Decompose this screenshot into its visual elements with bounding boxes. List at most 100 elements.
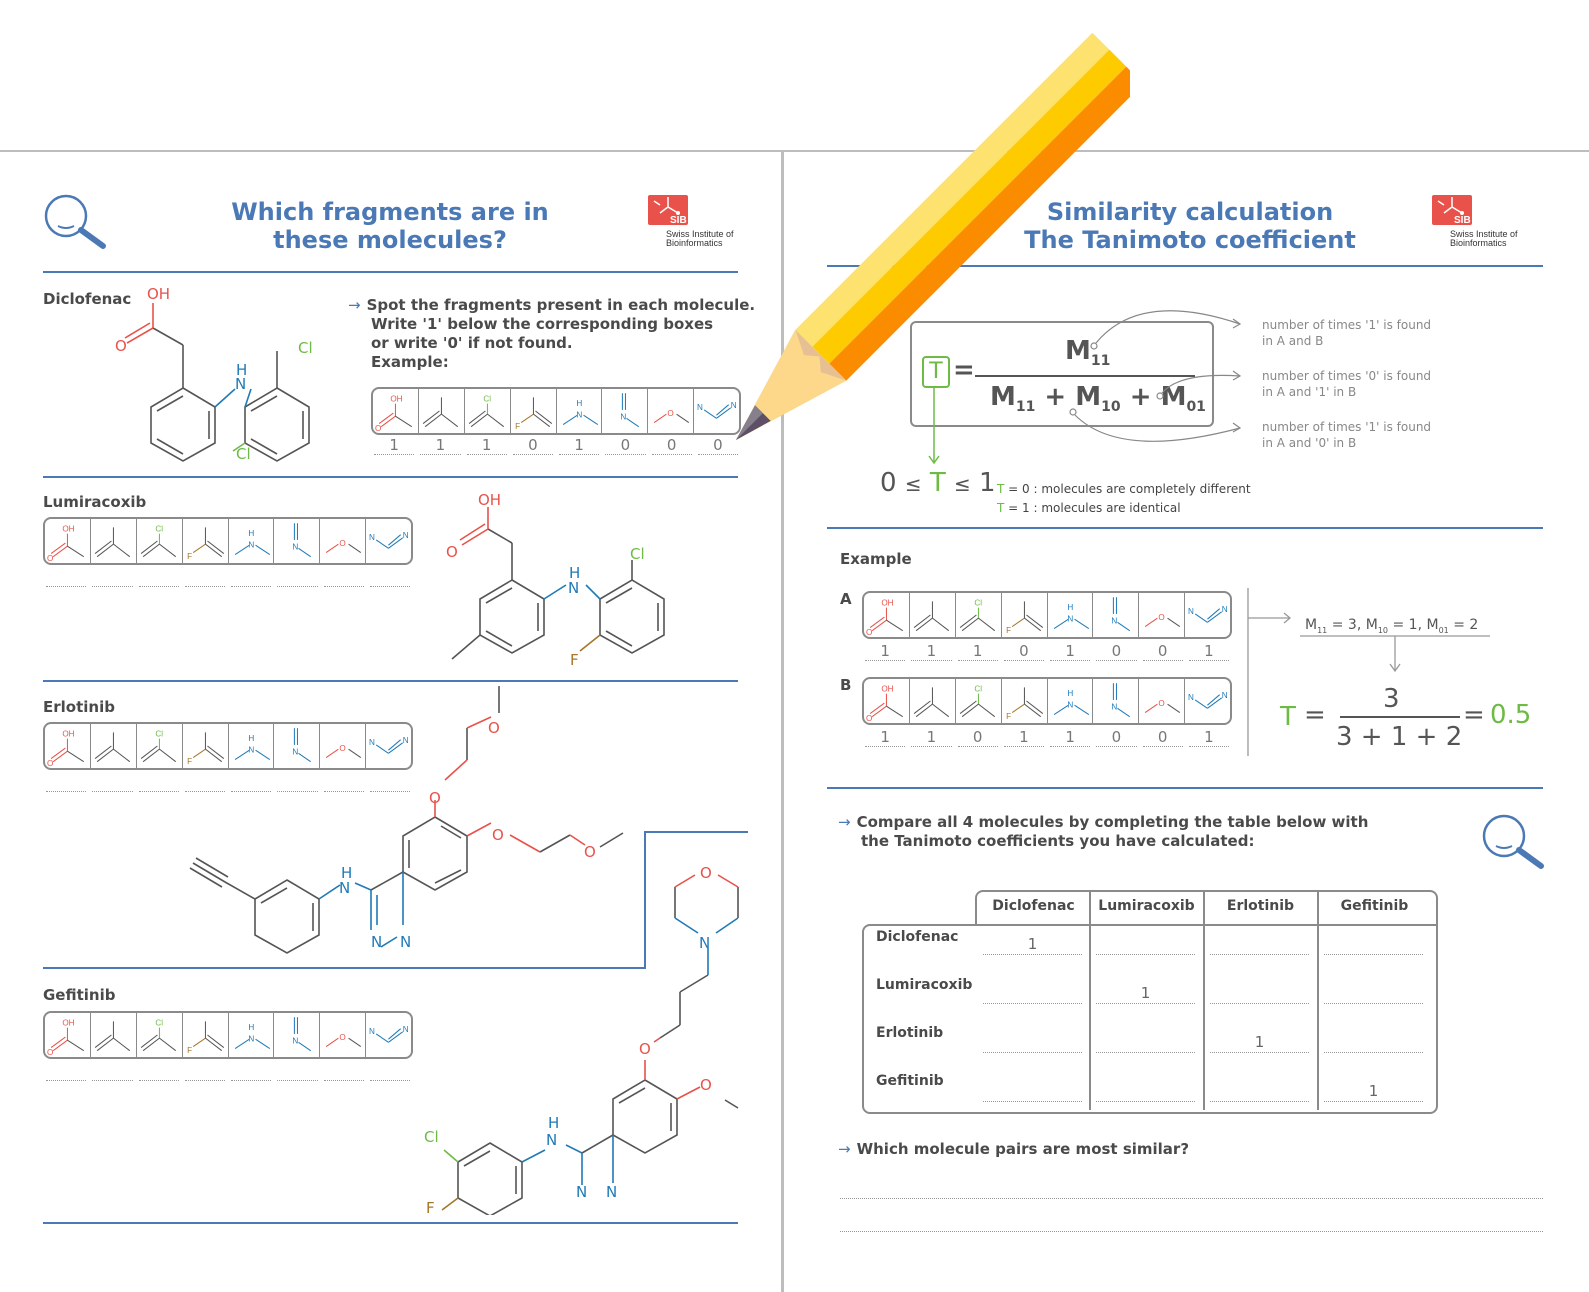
svg-text:N: N <box>1188 607 1194 616</box>
lumiracoxib-answers[interactable] <box>43 568 413 587</box>
answer-slot[interactable] <box>92 568 133 587</box>
answer-slot[interactable] <box>184 1062 225 1081</box>
svg-text:O: O <box>47 759 54 768</box>
answer-slot[interactable] <box>231 1062 272 1081</box>
svg-text:O: O <box>700 864 712 882</box>
fragment-ether: O <box>1139 679 1186 723</box>
gefitinib-structure: O N O O H N N N Cl F <box>424 864 739 1215</box>
answer-slot[interactable] <box>323 1062 364 1081</box>
answer-line-1[interactable] <box>840 1198 1543 1199</box>
answer-slot[interactable] <box>369 1062 410 1081</box>
fragment-imine: N <box>274 519 321 563</box>
table-cell[interactable] <box>983 1032 1082 1053</box>
table-cell[interactable]: 1 <box>1210 1032 1309 1053</box>
svg-text:N: N <box>293 542 299 551</box>
magnifier-icon <box>1482 814 1544 869</box>
fragment-ether: O <box>1139 593 1186 637</box>
fragment-imine: N <box>1093 593 1140 637</box>
table-column-header: Erlotinib <box>1226 898 1295 914</box>
fragment-ether: O <box>320 519 367 563</box>
answer-slot[interactable] <box>323 773 364 792</box>
answer-slot: 0 <box>1142 642 1183 661</box>
gefitinib-answers[interactable] <box>43 1062 413 1081</box>
answer-slot[interactable] <box>46 773 87 792</box>
fragment-imine: N <box>1093 679 1140 723</box>
answer-slot[interactable] <box>184 773 225 792</box>
answer-slot[interactable] <box>277 1062 318 1081</box>
answer-slot[interactable] <box>92 1062 133 1081</box>
table-cell[interactable] <box>1324 983 1423 1004</box>
answer-slot[interactable] <box>231 773 272 792</box>
svg-text:OH: OH <box>62 1018 74 1027</box>
answer-slot[interactable] <box>231 568 272 587</box>
table-cell[interactable] <box>1324 1032 1423 1053</box>
table-cell[interactable]: 1 <box>983 934 1082 955</box>
table-body-box <box>862 924 1438 1114</box>
answer-slot[interactable] <box>369 773 410 792</box>
table-cell[interactable] <box>1096 934 1195 955</box>
fragment-chloro-alkene: Cl <box>137 519 183 563</box>
svg-text:N: N <box>621 412 627 421</box>
answer-line-2[interactable] <box>840 1231 1543 1232</box>
svg-text:N: N <box>1188 693 1194 702</box>
svg-text:N: N <box>576 1183 587 1201</box>
answer-slot[interactable] <box>277 568 318 587</box>
fragment-chloro-alkene: Cl <box>137 1013 183 1057</box>
svg-text:O: O <box>668 409 675 418</box>
divider-1 <box>43 476 738 478</box>
answer-slot[interactable] <box>92 773 133 792</box>
compare-instructions: →Compare all 4 molecules by completing t… <box>838 813 1369 850</box>
formula-annotation-arrows <box>928 310 1242 465</box>
svg-text:N: N <box>248 745 254 754</box>
answer-slot: 1 <box>911 642 952 661</box>
svg-text:O: O <box>1159 699 1166 708</box>
svg-text:N: N <box>403 531 409 540</box>
answer-slot[interactable] <box>138 1062 179 1081</box>
svg-text:SIB: SIB <box>1454 215 1471 225</box>
table-cell[interactable] <box>1210 1081 1309 1102</box>
left-title-line2: these molecules? <box>273 226 507 254</box>
erlotinib-answers[interactable] <box>43 773 413 792</box>
answer-slot: 1 <box>1050 728 1091 747</box>
left-header-divider <box>43 271 738 273</box>
svg-text:N: N <box>1222 691 1228 700</box>
svg-text:H: H <box>248 1023 254 1032</box>
magnifier-icon <box>44 194 106 249</box>
table-cell[interactable] <box>983 1081 1082 1102</box>
answer-slot[interactable] <box>46 568 87 587</box>
left-footer-divider <box>43 1222 738 1224</box>
svg-text:F: F <box>1006 712 1011 721</box>
table-cell[interactable] <box>1324 934 1423 955</box>
svg-text:N: N <box>1222 605 1228 614</box>
svg-text:Cl: Cl <box>155 1018 163 1027</box>
table-cell[interactable] <box>983 983 1082 1004</box>
answer-slot[interactable] <box>184 568 225 587</box>
answer-slot[interactable] <box>369 568 410 587</box>
answer-slot[interactable] <box>138 568 179 587</box>
table-cell[interactable] <box>1096 1032 1195 1053</box>
svg-text:Cl: Cl <box>236 445 251 463</box>
answer-slot: 0 <box>1142 728 1183 747</box>
answer-slot[interactable] <box>323 568 364 587</box>
sib-logo-mark: SIB <box>648 195 688 226</box>
answer-slot[interactable] <box>277 773 318 792</box>
table-cell[interactable] <box>1096 1081 1195 1102</box>
answer-slot[interactable] <box>46 1062 87 1081</box>
svg-text:O: O <box>584 843 596 861</box>
question-text: →Which molecule pairs are most similar? <box>838 1140 1190 1158</box>
svg-text:Cl: Cl <box>155 524 163 533</box>
table-cell[interactable] <box>1210 934 1309 955</box>
table-row-label: Gefitinib <box>876 1073 944 1089</box>
svg-text:N: N <box>369 1027 375 1036</box>
table-cell[interactable]: 1 <box>1324 1081 1423 1102</box>
answer-slot[interactable] <box>138 773 179 792</box>
table-cell[interactable] <box>1210 983 1309 1004</box>
erlotinib-structure: O O O O H N N N <box>189 686 624 954</box>
table-cell[interactable]: 1 <box>1096 983 1195 1004</box>
